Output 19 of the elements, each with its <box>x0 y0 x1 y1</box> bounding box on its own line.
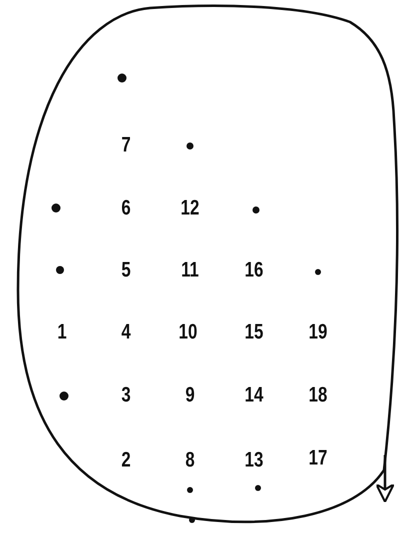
number-label: 6 <box>121 198 131 218</box>
number-label: 16 <box>244 260 264 280</box>
number-label: 3 <box>121 384 131 406</box>
number-label: 11 <box>181 260 199 280</box>
number-label: 1 <box>57 322 67 342</box>
number-label: 8 <box>185 450 195 470</box>
number-label: 7 <box>121 134 131 156</box>
number-label: 13 <box>244 450 264 470</box>
number-label: 10 <box>178 322 198 342</box>
number-label: 4 <box>121 322 131 342</box>
number-label: 5 <box>121 260 131 280</box>
number-label: 12 <box>180 198 200 218</box>
number-label: 2 <box>121 450 131 470</box>
number-label: 15 <box>244 322 264 342</box>
number-label: 18 <box>308 384 328 406</box>
number-label: 9 <box>185 384 195 406</box>
number-label: 17 <box>308 448 328 468</box>
number-label: 14 <box>244 384 264 406</box>
number-label: 19 <box>308 322 328 342</box>
